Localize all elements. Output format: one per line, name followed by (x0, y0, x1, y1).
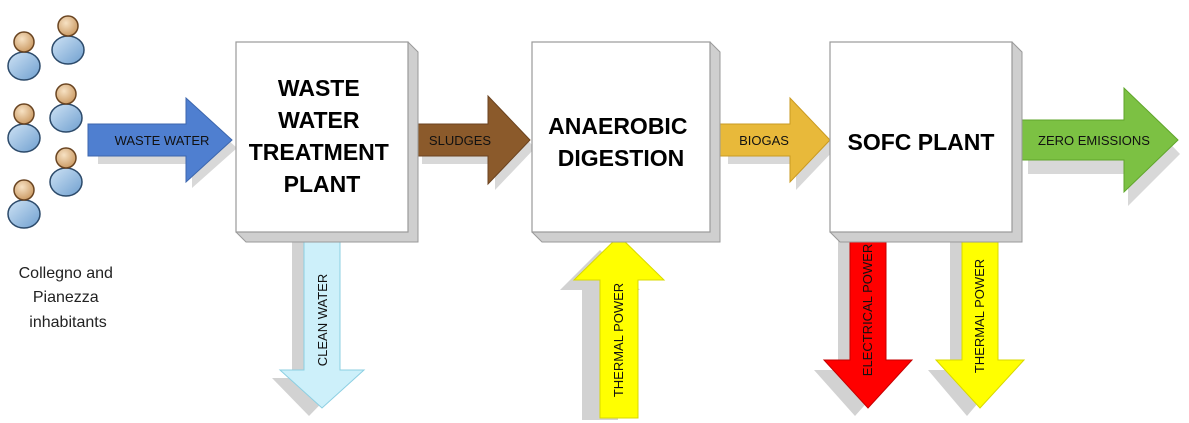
waste-water-arrow: WASTE WATER (87, 96, 237, 188)
anaerobic-digestion-label: ANAEROBIC DIGESTION (548, 113, 694, 171)
box-label-line: TREATMENT (249, 139, 389, 165)
inhabitants-group (7, 15, 85, 229)
inhabitants-caption: Collegno and Pianezza inhabitants (19, 265, 118, 331)
wwtp-label: WASTE WATER TREATMENT PLANT (249, 75, 396, 197)
waste-water-label: WASTE WATER (115, 133, 210, 148)
biogas-arrow: BIOGAS (719, 96, 836, 190)
thermal-power-in-label: THERMAL POWER (611, 283, 626, 397)
box-label-line: DIGESTION (558, 145, 685, 171)
caption-line: Collegno and (19, 265, 113, 282)
person-icon (7, 31, 41, 81)
box-label-line: WASTE (278, 75, 360, 101)
box-label-line: WATER (278, 107, 360, 133)
box-label-line: PLANT (284, 171, 361, 197)
zero-emissions-arrow: ZERO EMISSIONS (1019, 86, 1180, 206)
sludges-label: SLUDGES (429, 133, 491, 148)
thermal-power-out-label: THERMAL POWER (972, 259, 987, 373)
thermal-power-in-arrow: THERMAL POWER (560, 235, 666, 420)
zero-emissions-label: ZERO EMISSIONS (1038, 133, 1150, 148)
electrical-power-label: ELECTRICAL POWER (860, 244, 875, 376)
person-icon (49, 83, 83, 133)
sofc-plant-box: SOFC PLANT (829, 41, 1023, 243)
electrical-power-arrow: ELECTRICAL POWER (814, 227, 914, 416)
person-icon (49, 147, 83, 197)
clean-water-arrow: CLEAN WATER (272, 227, 366, 416)
sofc-plant-label: SOFC PLANT (848, 129, 995, 155)
caption-line: inhabitants (29, 314, 106, 331)
anaerobic-digestion-box: ANAEROBIC DIGESTION (531, 41, 721, 243)
thermal-power-out-arrow: THERMAL POWER (928, 227, 1026, 416)
sludges-arrow: SLUDGES (413, 94, 535, 190)
person-icon (51, 15, 85, 65)
person-icon (7, 179, 41, 229)
box-label-line: ANAEROBIC (548, 113, 687, 139)
wastewater-treatment-plant-box: WASTE WATER TREATMENT PLANT (235, 41, 419, 243)
clean-water-label: CLEAN WATER (315, 274, 330, 366)
person-icon (7, 103, 41, 153)
caption-line: Pianezza (33, 289, 99, 306)
biogas-label: BIOGAS (739, 133, 789, 148)
